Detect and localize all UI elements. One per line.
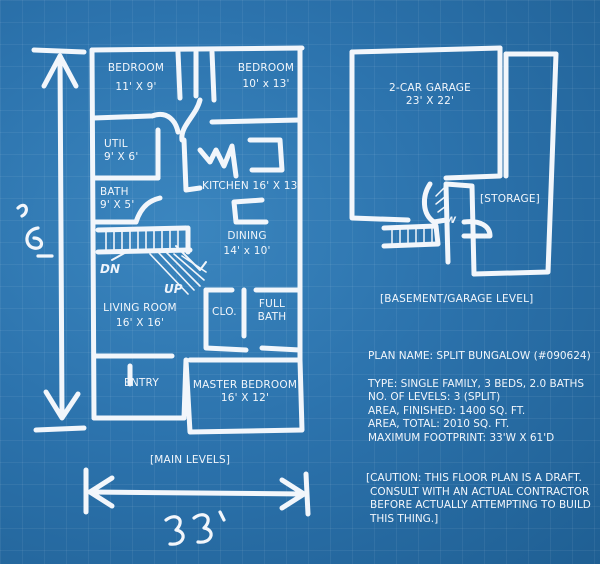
numeral-three-three bbox=[164, 510, 226, 546]
plan-type: TYPE: SINGLE FAMILY, 3 BEDS, 2.0 BATHS bbox=[368, 377, 585, 390]
room-closet-name: CLO. bbox=[212, 306, 237, 318]
basement-stair-label: W bbox=[446, 216, 456, 226]
wall-kitchen-counter bbox=[197, 143, 239, 179]
plan-area-total: AREA, TOTAL: 2010 SQ. FT. bbox=[368, 418, 510, 430]
wall-bath-bottom2 bbox=[259, 345, 303, 353]
garage-wall-top bbox=[349, 45, 503, 55]
room-bedroom-2-dim: 10' x 13' bbox=[242, 78, 290, 90]
room-living: LIVING ROOM 16' X 16' bbox=[100, 302, 180, 330]
room-bath-dim: 9' X 5' bbox=[100, 199, 135, 211]
wall-kitchen-island bbox=[247, 137, 285, 173]
wall-bedroom1-right bbox=[175, 49, 183, 101]
plan-name: PLAN NAME: SPLIT BUNGALOW (#090624) bbox=[368, 350, 591, 362]
caution-line-3: BEFORE ACTUALLY ATTEMPTING TO BUILD bbox=[370, 499, 591, 511]
wall-closet-right bbox=[209, 49, 217, 103]
room-bedroom-1-name: BEDROOM bbox=[107, 62, 165, 74]
room-garage: 2-CAR GARAGE 23' X 22' bbox=[378, 82, 482, 108]
room-full-bath-name: FULL bbox=[258, 298, 286, 310]
caution-line-2: CONSULT WITH AN ACTUAL CONTRACTOR bbox=[370, 485, 590, 498]
room-dining: DINING 14' x 10' bbox=[214, 230, 280, 258]
room-garage-dim: 23' X 22' bbox=[405, 95, 455, 107]
wall-hall-curve2 bbox=[179, 97, 203, 143]
dimension-height bbox=[31, 47, 87, 433]
room-bedroom-2-name: BEDROOM bbox=[237, 62, 295, 74]
plan-info: PLAN NAME: SPLIT BUNGALOW (#090624) TYPE… bbox=[368, 350, 591, 445]
room-dining-dim: 14' x 10' bbox=[223, 245, 271, 257]
room-master-bedroom: MASTER BEDROOM 16' X 12' bbox=[192, 379, 298, 405]
garage-wall-left bbox=[349, 49, 411, 223]
room-master-bedroom-dim: 16' X 12' bbox=[220, 392, 270, 404]
caution-note: [CAUTION: THIS FLOOR PLAN IS A DRAFT. CO… bbox=[366, 472, 591, 526]
room-garage-name: 2-CAR GARAGE bbox=[389, 82, 471, 94]
room-kitchen: KITCHEN 16' X 13' bbox=[202, 180, 301, 193]
stair-down-label: DN bbox=[100, 262, 121, 276]
basement-stair-treads bbox=[391, 187, 447, 246]
wall-stair-top bbox=[95, 225, 189, 233]
caption-main-levels: [MAIN LEVELS] bbox=[150, 454, 231, 466]
storage-wall-curve bbox=[443, 181, 477, 277]
dimension-numerals bbox=[16, 203, 226, 546]
room-util-name: UTIL bbox=[104, 138, 128, 150]
stair-wall2 bbox=[443, 183, 451, 265]
room-bedroom-2: BEDROOM 10' x 13' bbox=[230, 62, 302, 91]
garage-wall-right bbox=[443, 45, 503, 181]
room-full-bath: FULL BATH bbox=[252, 298, 292, 324]
stair-treads bbox=[105, 229, 207, 295]
caption-basement-level: [BASEMENT/GARAGE LEVEL] bbox=[380, 293, 534, 305]
room-closet: CLO. bbox=[212, 306, 237, 319]
room-util: UTIL 9' X 6' bbox=[104, 138, 138, 164]
wall-dining-island bbox=[231, 197, 269, 225]
room-kitchen-dim: 16' X 13' bbox=[252, 180, 301, 192]
room-entry-name: ENTRY bbox=[124, 377, 159, 389]
room-kitchen-name: KITCHEN bbox=[202, 180, 249, 192]
room-storage-name: [STORAGE] bbox=[480, 193, 540, 205]
outer-wall-left bbox=[89, 47, 97, 421]
basement-walls bbox=[349, 45, 559, 277]
room-bath: BATH 9' X 5' bbox=[100, 186, 134, 212]
wall-hall-curve bbox=[149, 112, 181, 135]
wall-bedroom2-bottom bbox=[209, 117, 303, 125]
wall-stair-bottom bbox=[95, 247, 193, 255]
stair-wall bbox=[422, 181, 449, 225]
room-full-bath-name2: BATH bbox=[257, 311, 287, 323]
room-storage: [STORAGE] bbox=[480, 193, 540, 206]
storage-wall-right bbox=[471, 51, 559, 277]
wall-bath-curve bbox=[133, 195, 163, 225]
room-living-name: LIVING ROOM bbox=[103, 302, 177, 314]
outer-wall-top bbox=[89, 45, 305, 53]
room-util-dim: 9' X 6' bbox=[104, 151, 139, 163]
numeral-six-one bbox=[16, 203, 54, 258]
wall-clo-left bbox=[203, 287, 249, 353]
stair-up-label: UP bbox=[164, 282, 183, 296]
wall-kitchen-left bbox=[181, 137, 203, 193]
caution-line-4: THIS THING.] bbox=[370, 512, 439, 525]
caution-line-1: [CAUTION: THIS FLOOR PLAN IS A DRAFT. bbox=[366, 472, 582, 484]
dimension-width bbox=[83, 467, 311, 517]
plan-levels: NO. OF LEVELS: 3 (SPLIT) bbox=[368, 391, 501, 403]
room-bedroom-1: BEDROOM 11' X 9' bbox=[104, 62, 168, 94]
room-entry: ENTRY bbox=[124, 377, 159, 390]
room-bedroom-1-dim: 11' X 9' bbox=[115, 81, 157, 93]
outer-wall-step bbox=[181, 357, 305, 435]
plan-footprint: MAXIMUM FOOTPRINT: 33'W X 61'D bbox=[368, 431, 555, 444]
room-living-dim: 16' X 16' bbox=[115, 317, 165, 329]
wall-bedroom1-bottom bbox=[91, 113, 153, 121]
plan-area-finished: AREA, FINISHED: 1400 SQ. FT. bbox=[368, 404, 526, 417]
main-level-walls bbox=[89, 45, 305, 435]
room-bath-name: BATH bbox=[100, 186, 129, 198]
storage-door bbox=[461, 219, 493, 239]
room-master-bedroom-name: MASTER BEDROOM bbox=[192, 379, 298, 391]
stair-lower bbox=[381, 223, 441, 249]
room-dining-name: DINING bbox=[227, 230, 267, 242]
